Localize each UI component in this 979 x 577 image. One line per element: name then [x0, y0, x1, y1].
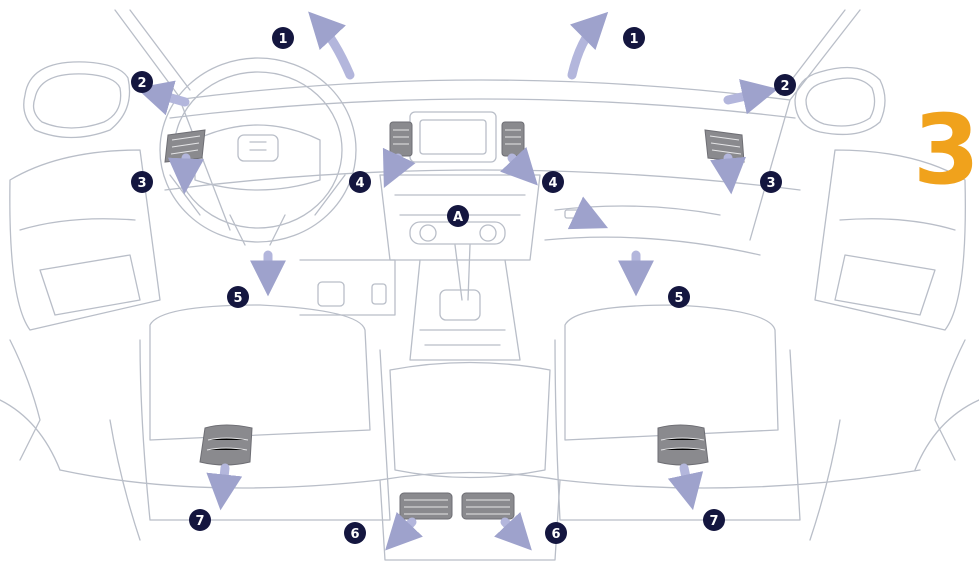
- svg-text:A: A: [453, 210, 463, 225]
- arrow-1-right: [567, 11, 609, 80]
- callout-6-left: 6: [344, 522, 366, 544]
- rear-vent-left: [399, 492, 453, 520]
- svg-text:3: 3: [137, 176, 146, 191]
- callout-2-left: 2: [131, 71, 153, 93]
- svg-text:4: 4: [355, 176, 364, 191]
- svg-text:7: 7: [709, 514, 718, 529]
- airflow-arrows: [136, 11, 779, 551]
- arrow-3-left: [167, 153, 204, 195]
- callout-5-right: 5: [668, 286, 690, 308]
- callout-3-right: 3: [760, 171, 782, 193]
- svg-text:4: 4: [548, 176, 557, 191]
- callout-4-right: 4: [542, 171, 564, 193]
- arrow-glovebox: [567, 196, 609, 230]
- callout-3-left: 3: [131, 171, 153, 193]
- interior-line-art: [0, 9, 979, 561]
- arrow-6-left: [385, 511, 423, 551]
- under-seat-vent-right: [657, 424, 709, 466]
- callouts: 1 1 2 2 3 3 4 4 A 5 5 6 6 7 7: [131, 27, 796, 544]
- callout-6-right: 6: [545, 522, 567, 544]
- callout-7-left: 7: [189, 509, 211, 531]
- arrow-7-left: [206, 463, 243, 511]
- arrow-3-right: [710, 153, 746, 195]
- callout-1-right: 1: [623, 27, 645, 49]
- callout-1-left: 1: [272, 27, 294, 49]
- callout-5-left: 5: [227, 286, 249, 308]
- callout-2-right: 2: [774, 74, 796, 96]
- callout-7-right: 7: [703, 509, 725, 531]
- center-vent-left: [389, 121, 413, 157]
- arrow-2-right: [723, 79, 779, 115]
- arrow-1-left: [308, 11, 355, 80]
- rear-vent-right: [461, 492, 515, 520]
- callout-A: A: [447, 205, 469, 227]
- svg-text:5: 5: [233, 291, 242, 306]
- under-seat-vent-left: [199, 424, 253, 466]
- arrow-4-left: [382, 147, 416, 189]
- arrow-2-left: [136, 80, 190, 116]
- svg-text:6: 6: [350, 527, 359, 542]
- svg-text:2: 2: [780, 79, 789, 94]
- svg-text:5: 5: [674, 291, 683, 306]
- callout-4-left: 4: [349, 171, 371, 193]
- arrow-6-right: [494, 511, 532, 551]
- svg-text:6: 6: [551, 527, 560, 542]
- svg-text:1: 1: [278, 32, 287, 47]
- section-number: 3: [913, 94, 979, 206]
- center-vent-right: [501, 121, 525, 157]
- arrow-7-right: [667, 463, 704, 511]
- svg-text:1: 1: [629, 32, 638, 47]
- svg-text:7: 7: [195, 514, 204, 529]
- arrow-4-right: [500, 146, 538, 186]
- svg-text:2: 2: [137, 76, 146, 91]
- svg-text:3: 3: [766, 176, 775, 191]
